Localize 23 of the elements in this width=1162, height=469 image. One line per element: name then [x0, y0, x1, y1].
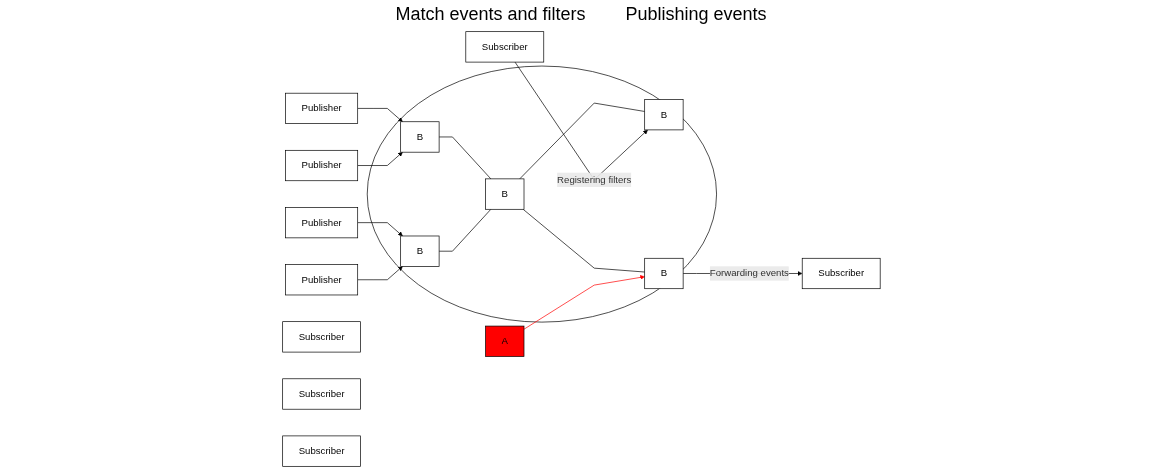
edge-label: Forwarding events: [709, 267, 789, 279]
node-box: Publisher: [284, 264, 358, 296]
connector: [518, 102, 645, 180]
node-box: A: [484, 325, 524, 357]
node-box: B: [643, 257, 684, 290]
node-box: Subscriber: [281, 435, 361, 467]
node-box: B: [399, 235, 440, 267]
node-box: Subscriber: [281, 321, 361, 353]
node-box: Publisher: [284, 149, 358, 182]
node-box: Publisher: [284, 92, 358, 124]
node-box: Publisher: [284, 207, 358, 239]
node-box: Subscriber: [465, 31, 544, 63]
connector: [438, 136, 491, 180]
annotation-text: Match events and filters: [395, 4, 586, 25]
connector: [522, 208, 645, 273]
edge-label: Registering filters: [556, 174, 631, 185]
node-box: Subscriber: [281, 378, 361, 410]
node-box: B: [484, 178, 524, 210]
connector: [438, 208, 491, 252]
node-box: B: [399, 121, 440, 153]
node-box: B: [643, 99, 684, 131]
annotation-text: Publishing events: [625, 4, 767, 25]
node-box: Subscriber: [801, 257, 881, 290]
